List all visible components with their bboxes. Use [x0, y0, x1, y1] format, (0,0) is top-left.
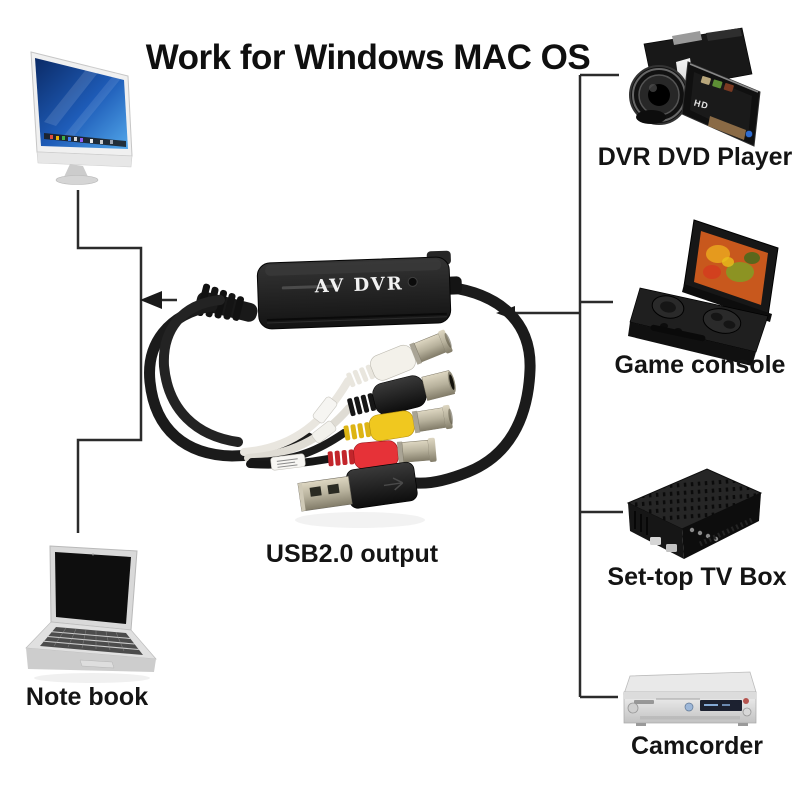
label-usb-output: USB2.0 output: [265, 540, 439, 568]
serial-sleeve: [270, 453, 306, 471]
cable-right: [410, 281, 536, 489]
notebook-front: [26, 648, 156, 672]
camcorder-screen-text: HD: [693, 98, 710, 112]
settop-button-2: [666, 544, 677, 552]
set-top-box-illustration: [626, 468, 763, 559]
s-video-connector: [347, 370, 456, 417]
game-console-illustration: [628, 219, 779, 366]
settop-button-1: [650, 537, 661, 545]
notebook-illustration: [25, 545, 157, 683]
camcorder-panel-buttons: [700, 76, 734, 92]
label-camcorder: Camcorder: [631, 732, 763, 760]
label-dvr-dvd-player: DVR DVD Player: [597, 143, 793, 171]
device-led: [407, 276, 418, 287]
usb-body: [346, 461, 418, 509]
imac-dock-icons: [50, 135, 113, 144]
usb-metal-tip: [297, 475, 353, 512]
yellow-rca-connector: [343, 404, 453, 442]
device-slot: [281, 284, 340, 290]
red-rca-connector: [327, 437, 437, 470]
cables: [144, 281, 536, 489]
white-rca-connector: [346, 329, 453, 388]
recorder-center-button: [684, 702, 694, 712]
label-set-top-tv-box: Set-top TV Box: [607, 563, 787, 591]
imac-stand: [64, 164, 89, 179]
capture-device-illustration: AV DVR: [144, 250, 536, 528]
page-title: Work for Windows MAC OS: [145, 38, 591, 77]
cable-sleeves: [270, 396, 338, 471]
usb-a-connector: [297, 461, 418, 512]
imac-chin: [36, 151, 133, 168]
cable-white-2: [244, 404, 353, 462]
avdvr-label: AV DVR: [313, 273, 404, 297]
settop-right-face: [682, 493, 761, 559]
recorder-logo: [634, 700, 654, 704]
left-arrow-icon: [140, 291, 162, 309]
avdvr-device-body: AV DVR: [256, 250, 462, 330]
label-game-console: Game console: [614, 351, 786, 379]
line-left-bracket: [76, 190, 143, 533]
imac-illustration: [30, 51, 133, 185]
recorder-display: [700, 700, 742, 711]
usb-logo: [383, 477, 404, 491]
dvr-dvd-player-illustration: HD: [629, 27, 761, 147]
notebook-touchpad: [79, 659, 115, 669]
notebook-screen: [55, 552, 131, 624]
cable-loop-inner: [158, 295, 243, 447]
camcorder-illustration: [623, 671, 757, 726]
cable-white-1: [240, 377, 352, 456]
connection-lines: [76, 73, 623, 699]
label-notebook: Note book: [25, 683, 149, 711]
